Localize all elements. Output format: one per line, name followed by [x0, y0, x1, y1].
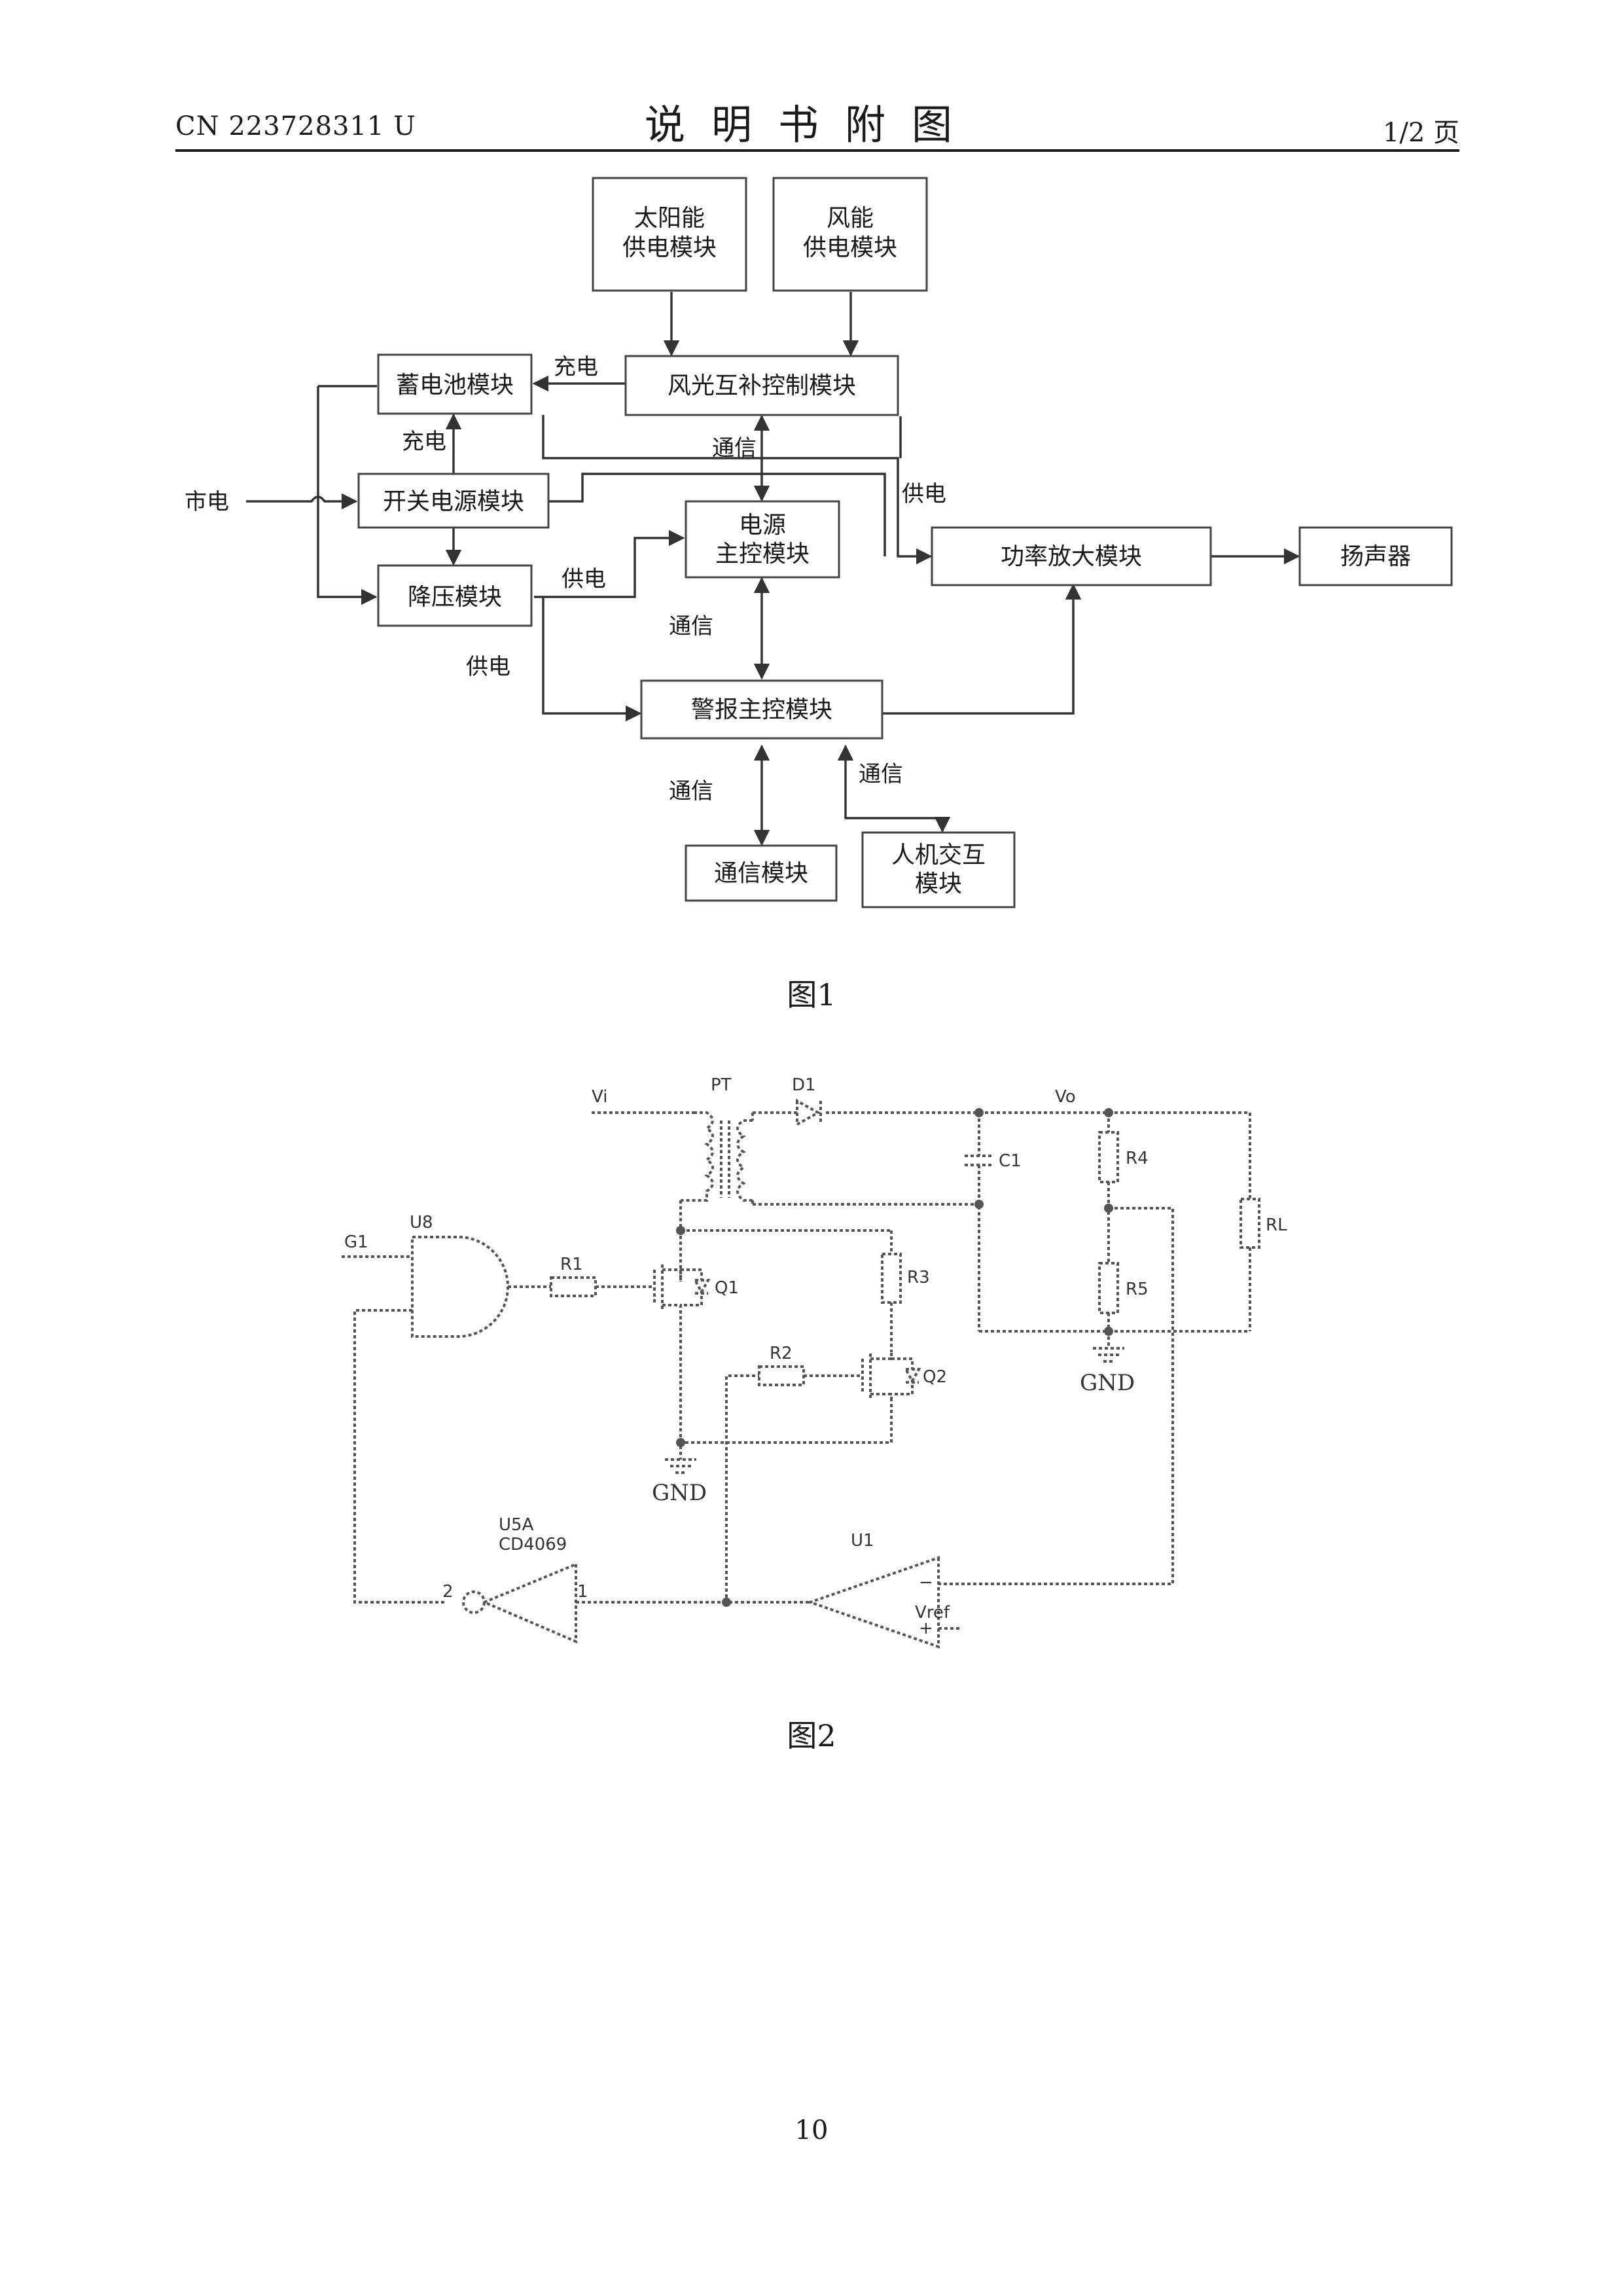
label-minus: − — [919, 1573, 933, 1592]
label-vref: Vref — [915, 1603, 950, 1623]
ground-symbol-left — [665, 1460, 696, 1473]
label-r3: R3 — [907, 1268, 930, 1287]
label-pt: PT — [711, 1075, 732, 1095]
label-u5a: U5A — [499, 1515, 534, 1535]
label-c1: C1 — [999, 1151, 1022, 1171]
resistor-r2 — [759, 1367, 804, 1385]
label-gnd-left: GND — [652, 1480, 707, 1506]
label-q1: Q1 — [715, 1278, 739, 1298]
label-pin1: 1 — [577, 1582, 588, 1602]
label-r4: R4 — [1126, 1149, 1149, 1168]
figure2-caption: 图2 — [713, 1712, 910, 1755]
label-g1: G1 — [344, 1232, 368, 1252]
and-gate-u8 — [412, 1237, 508, 1336]
label-r5: R5 — [1126, 1280, 1149, 1299]
resistor-r4 — [1099, 1132, 1118, 1182]
label-cd4069: CD4069 — [499, 1535, 567, 1554]
label-rl: RL — [1266, 1215, 1287, 1235]
label-d1: D1 — [792, 1075, 816, 1095]
transformer-pt — [681, 1113, 753, 1200]
mosfet-q2 — [863, 1352, 919, 1398]
label-r1: R1 — [560, 1255, 583, 1274]
label-q2: Q2 — [923, 1367, 947, 1387]
page-number: 10 — [746, 2115, 877, 2145]
label-gnd-right: GND — [1080, 1370, 1135, 1396]
resistor-r3 — [882, 1254, 901, 1302]
inverter-u5a — [463, 1564, 576, 1641]
label-r2: R2 — [770, 1344, 793, 1363]
resistor-r5 — [1099, 1263, 1118, 1313]
mosfet-q1 — [654, 1265, 708, 1310]
label-pin2: 2 — [442, 1582, 454, 1602]
label-vo: Vo — [1055, 1087, 1076, 1107]
resistor-rl — [1241, 1199, 1259, 1247]
ground-symbol-right — [1093, 1348, 1124, 1361]
label-vi: Vi — [592, 1087, 607, 1107]
resistor-r1 — [551, 1278, 596, 1296]
label-u8: U8 — [410, 1213, 433, 1232]
label-u1: U1 — [851, 1531, 874, 1551]
diode-d1 — [797, 1101, 821, 1124]
